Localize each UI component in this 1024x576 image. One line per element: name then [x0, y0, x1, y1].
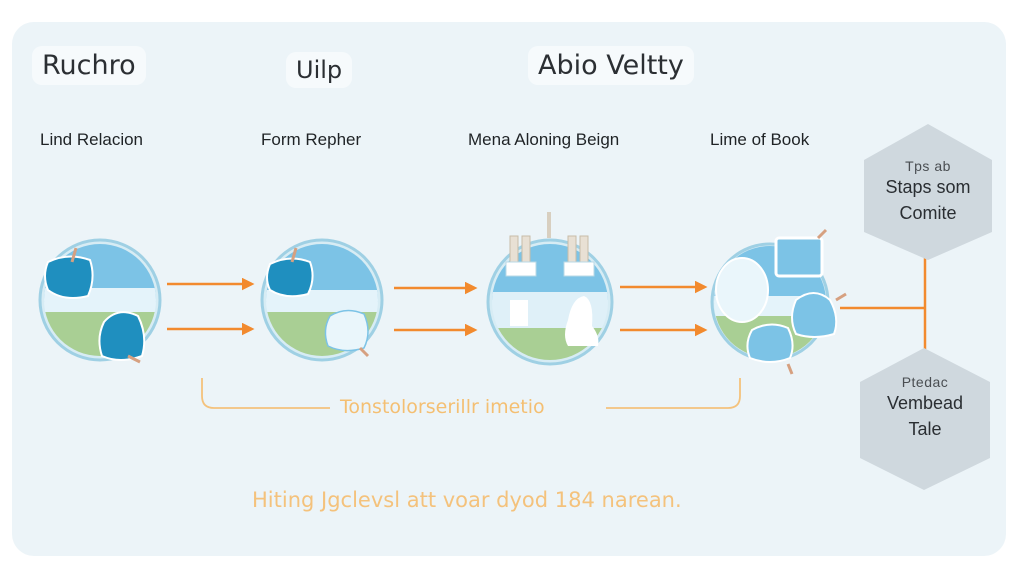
- header-title-1: Ruchro: [32, 46, 146, 85]
- hex-connector: [840, 256, 927, 350]
- tag-icon: [98, 311, 146, 361]
- bubble-icon: [791, 292, 838, 338]
- hexagon-bottom-line-1: Vembead: [886, 393, 964, 413]
- screen-icon: [774, 236, 824, 278]
- stage-2-globe-icon: [260, 238, 384, 362]
- tag-icon: [324, 309, 369, 352]
- stage-1-globe-icon: [38, 238, 162, 364]
- stage-label-4: Lime of Book: [710, 130, 810, 149]
- stage-3-globe-icon: [486, 212, 614, 366]
- stage-4-globe-icon: [710, 228, 847, 375]
- bracket-label: Tonstolorserillr imetio: [340, 396, 545, 418]
- hexagon-top: [864, 124, 992, 260]
- hexagon-top-caption: Tps ab: [905, 158, 951, 174]
- bracket: [201, 378, 741, 409]
- bubble-icon: [715, 257, 769, 323]
- tag-icon: [266, 257, 314, 298]
- footer-note: Hiting Jgclevsl att voar dyod 184 narean…: [252, 488, 682, 512]
- stage-label-1: Lind Relacion: [40, 130, 144, 149]
- flow-arrows: [167, 277, 708, 337]
- hexagon-bottom: [860, 348, 990, 490]
- header-title-2: Uilp: [286, 52, 353, 88]
- bubble-icon: [746, 323, 794, 363]
- hexagon-top-line-1: Staps som: [885, 177, 971, 197]
- hexagon-top-line-2: Comite: [899, 203, 957, 223]
- hexagon-bottom-text: Ptedac Vembead Tale: [860, 374, 990, 442]
- hexagon-top-text: Tps ab Staps som Comite: [864, 158, 992, 226]
- stage-label-2: Form Repher: [261, 130, 362, 149]
- stage-label-3: Mena Aloning Beign: [468, 130, 620, 149]
- tag-icon: [44, 255, 94, 299]
- header-title-3: Abio Veltty: [528, 46, 694, 85]
- hexagon-bottom-line-2: Tale: [908, 419, 942, 439]
- hexagon-bottom-caption: Ptedac: [901, 374, 949, 390]
